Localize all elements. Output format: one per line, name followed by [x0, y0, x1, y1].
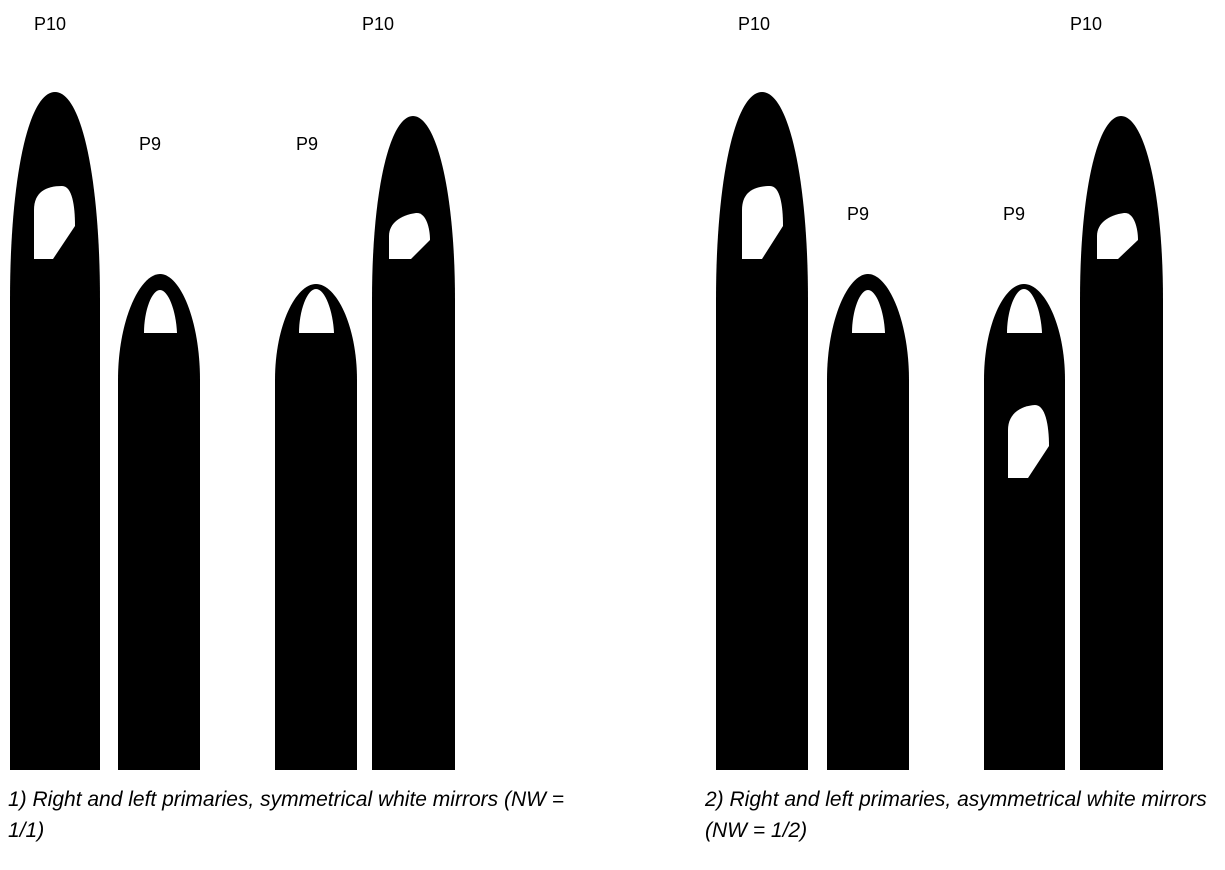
feather-label-p9: P9: [1003, 204, 1025, 224]
primaries-diagram: P10 P9 P9 P10 P10 P9 P9 P10: [0, 0, 1225, 770]
feather-label-p9: P9: [296, 134, 318, 154]
feather-label-p9: P9: [847, 204, 869, 224]
feather-p9: [118, 274, 200, 770]
feather-p9: [275, 284, 357, 770]
feather-label-p10: P10: [738, 14, 770, 34]
panel-1: P10 P9 P9 P10: [10, 14, 455, 770]
panel-1-caption: 1) Right and left primaries, symmetrical…: [8, 784, 568, 846]
feather-p9: [827, 274, 909, 770]
feather-label-p10: P10: [1070, 14, 1102, 34]
feather-label-p9: P9: [139, 134, 161, 154]
feather-p9: [984, 284, 1065, 770]
feather-label-p10: P10: [362, 14, 394, 34]
panel-2: P10 P9 P9 P10: [716, 14, 1163, 770]
panel-2-caption: 2) Right and left primaries, asymmetrica…: [705, 784, 1225, 846]
feather-label-p10: P10: [34, 14, 66, 34]
